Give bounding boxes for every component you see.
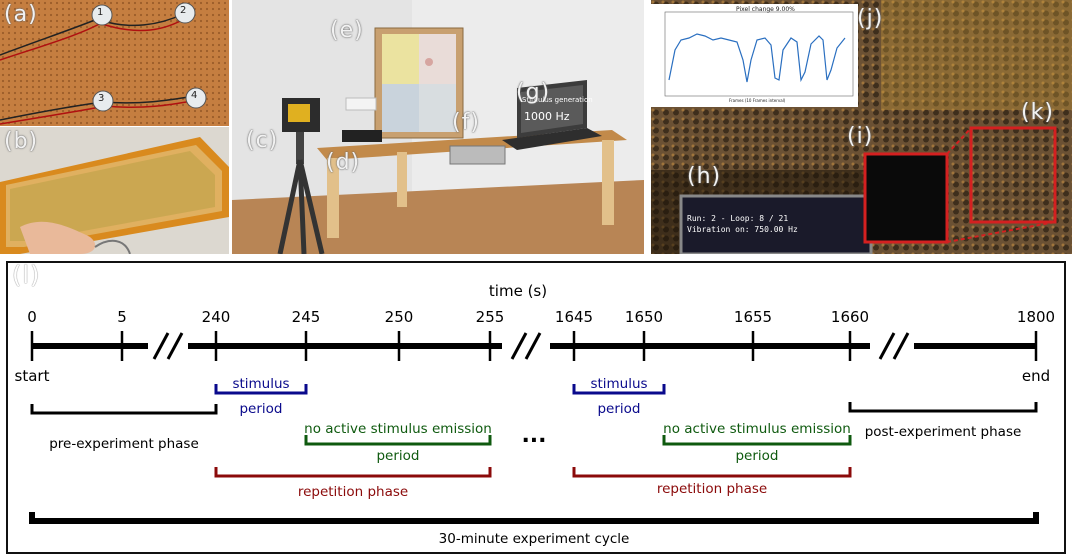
panel-l-timeline: (l) time (s) 0 5 240 245 250 255 1645 1650 1655 1…	[6, 261, 1066, 554]
sensor-disc	[91, 4, 113, 26]
bracket-label: 30-minute experiment cycle	[439, 531, 630, 547]
repetition-bracket-1: repetition phase	[214, 467, 492, 500]
sensor-board-illustration	[0, 0, 229, 126]
repetition-bracket-2: repetition phase	[572, 467, 852, 497]
bracket-label: post-experiment phase	[865, 424, 1022, 440]
panel-label-f: (f)	[452, 110, 480, 135]
laptop-title: Stimulus generation	[522, 96, 593, 104]
stimulus-bracket-2: stimulus period	[572, 376, 666, 417]
experiment-cycle-bracket: 30-minute experiment cycle	[29, 512, 1039, 547]
panel-a-sensor-board: 1 2 3 4 (a)	[0, 0, 229, 126]
panel-b-honeycomb-frame: (b)	[0, 127, 229, 254]
sensor-disc	[185, 87, 207, 109]
bracket-label: period	[239, 401, 282, 417]
axis-break	[878, 332, 910, 360]
sensor-label-2: 2	[180, 5, 187, 16]
bracket-label: pre-experiment phase	[49, 436, 199, 452]
bracket-label: period	[376, 448, 419, 464]
sensor-label-1: 1	[97, 7, 104, 18]
panel-label-c: (c)	[246, 128, 279, 153]
panel-label-e: (e)	[330, 18, 364, 43]
bracket-label: repetition phase	[657, 481, 767, 497]
tick-label: 250	[385, 308, 414, 326]
monitor-line-2: Vibration on: 750.00 Hz	[687, 225, 798, 234]
post-experiment-bracket: post-experiment phase	[848, 402, 1038, 440]
frame-illustration	[0, 127, 229, 254]
panel-label-a: (a)	[4, 2, 38, 27]
no-emission-bracket-1: no active stimulus emission period	[304, 421, 492, 464]
bracket-label: period	[735, 448, 778, 464]
tick-label: 245	[292, 308, 321, 326]
bee-colony-illustration	[651, 0, 1072, 254]
stimulus-bracket-1: stimulus period	[214, 376, 308, 417]
inset-plot-title: Pixel change 9.00%	[736, 6, 795, 13]
bracket-label: no active stimulus emission	[663, 421, 851, 437]
panel-label-i: (i)	[847, 124, 874, 149]
tick-label: 1655	[734, 308, 772, 326]
end-label: end	[1022, 367, 1050, 385]
bracket-label: stimulus	[232, 376, 289, 392]
bracket-label: no active stimulus emission	[304, 421, 492, 437]
tick-label: 240	[202, 308, 231, 326]
panel-label-k: (k)	[1021, 100, 1054, 125]
panel-label-l: (l)	[12, 261, 41, 289]
start-label: start	[15, 367, 50, 385]
no-emission-bracket-2: no active stimulus emission period	[662, 421, 852, 464]
panel-label-h: (h)	[687, 164, 722, 189]
sensor-label-3: 3	[98, 93, 105, 104]
laptop-frequency: 1000 Hz	[524, 110, 570, 123]
tick-label: 1800	[1017, 308, 1055, 326]
setup-illustration	[232, 0, 644, 254]
tick-label: 1660	[831, 308, 869, 326]
tick-label: 1650	[625, 308, 663, 326]
panel-bee-colony: Pixel change 9.00% Frames (10 Frames int…	[651, 0, 1072, 254]
sensor-disc	[174, 2, 196, 24]
panel-setup-render: Stimulus generation 1000 Hz (c) (d) (e) …	[232, 0, 644, 254]
tick-label: 255	[476, 308, 505, 326]
bracket-label: period	[597, 401, 640, 417]
pre-experiment-bracket: pre-experiment phase	[30, 404, 218, 452]
bracket-label: repetition phase	[298, 484, 408, 500]
sensor-disc	[92, 90, 114, 112]
bracket-label: stimulus	[590, 376, 647, 392]
panel-label-g: (g)	[516, 80, 551, 105]
monitor-line-1: Run: 2 - Loop: 8 / 21	[687, 214, 789, 223]
sensor-label-4: 4	[191, 90, 198, 101]
tick-label: 5	[117, 308, 127, 326]
axis-break	[510, 332, 542, 360]
axis-break	[152, 332, 184, 360]
inset-plot-xlabel: Frames (10 Frames interval)	[729, 98, 786, 103]
panel-label-j: (j)	[857, 6, 884, 31]
axis-title: time (s)	[489, 282, 547, 300]
timeline-diagram: time (s) 0 5 240 245 250 255 1645 1650 1655 1660 1…	[15, 282, 1056, 547]
ellipsis: ...	[521, 423, 546, 448]
tick-label: 0	[27, 308, 37, 326]
tick-label: 1645	[555, 308, 593, 326]
panel-label-d: (d)	[326, 150, 361, 175]
panel-label-b: (b)	[4, 129, 39, 154]
